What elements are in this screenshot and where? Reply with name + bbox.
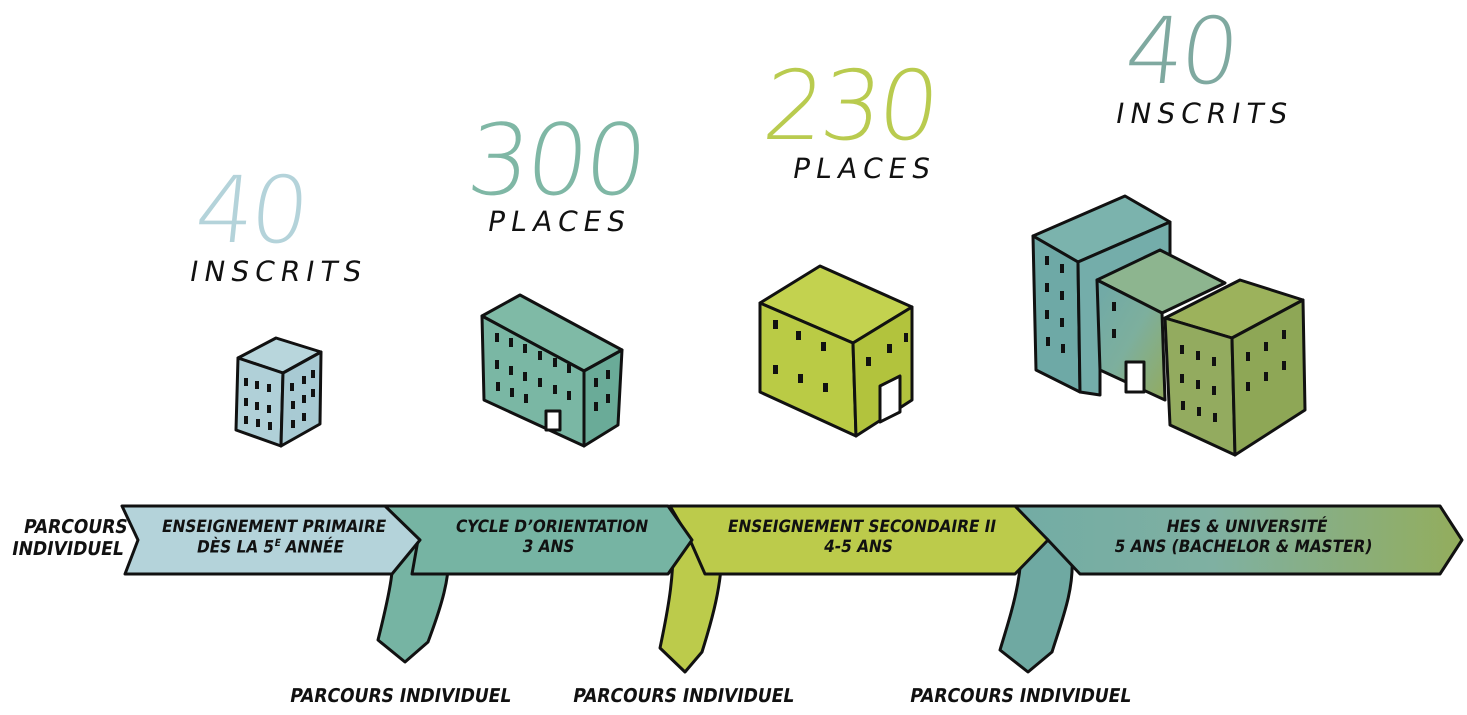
stage-cycle-line1: CYCLE D’ORIENTATION (453, 517, 650, 537)
entry-label-line2: INDIVIDUEL (10, 537, 126, 560)
stat-university-number: 40 (1120, 0, 1241, 105)
stage-secondary-line2: 4-5 ANS (822, 536, 895, 557)
stat-primary-number: 40 (190, 157, 311, 264)
stat-cycle-number: 300 (462, 104, 650, 218)
stat-university-word: INSCRITS (1113, 97, 1297, 130)
stage-primary-line2-pre: DÈS LA 5 (195, 537, 276, 558)
stage-university-line2: 5 ANS (BACHELOR & MASTER) (1112, 536, 1374, 557)
stage-university-line1: HES & UNIVERSITÉ (1164, 517, 1330, 537)
stat-secondary-number: 230 (758, 50, 942, 162)
ribbon-primary (120, 504, 422, 576)
entry-label: PARCOURS INDIVIDUEL (10, 516, 130, 561)
stage-cycle-line2: 3 ANS (520, 536, 576, 557)
stat-cycle-word: PLACES (485, 205, 634, 238)
school-building-primary-icon (234, 336, 323, 448)
stage-cycle-label: CYCLE D’ORIENTATION 3 ANS (427, 517, 674, 557)
stage-secondary-line1: ENSEIGNEMENT SECONDAIRE II (726, 517, 998, 537)
stage-university-label: HES & UNIVERSITÉ 5 ANS (BACHELOR & MASTE… (1082, 517, 1409, 557)
exit-label-2: PARCOURS INDIVIDUEL (571, 685, 797, 707)
exit-label-3: PARCOURS INDIVIDUEL (908, 685, 1134, 707)
stage-primary-line2: DÈS LA 5E ANNÉE (144, 537, 396, 558)
school-building-cycle-icon (480, 293, 624, 448)
stage-secondary-label: ENSEIGNEMENT SECONDAIRE II 4-5 ANS (702, 517, 1019, 557)
entry-label-line1: PARCOURS (21, 516, 130, 538)
stage-primary-line2-post: ANNÉE (278, 537, 346, 558)
stage-primary-label: ENSEIGNEMENT PRIMAIRE DÈS LA 5E ANNÉE (144, 517, 399, 558)
exit-label-1: PARCOURS INDIVIDUEL (288, 685, 514, 707)
stat-primary-word: INSCRITS (187, 255, 371, 288)
university-building-icon (1031, 194, 1307, 457)
stage-primary-line1: ENSEIGNEMENT PRIMAIRE (160, 517, 388, 537)
stat-secondary-word: PLACES (790, 152, 939, 185)
school-building-secondary-icon (758, 264, 914, 438)
